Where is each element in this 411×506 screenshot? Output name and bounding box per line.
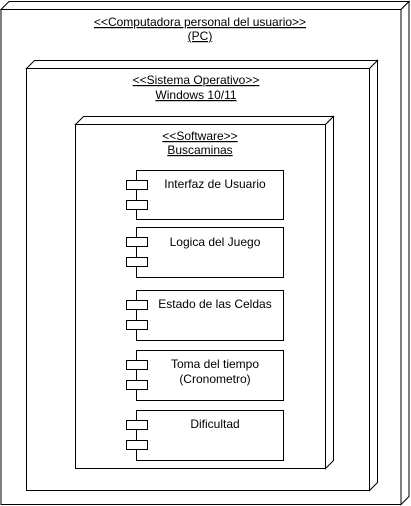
node-pc-side bbox=[400, 0, 410, 506]
component-label: Toma del tiempo bbox=[171, 357, 259, 371]
node-pc-name: (PC) bbox=[188, 29, 213, 43]
component-toma-del-tiempo[interactable]: Toma del tiempo (Cronometro) bbox=[126, 350, 284, 401]
node-os-side bbox=[369, 59, 378, 492]
component-tab-icon bbox=[126, 440, 148, 450]
component-tab-icon bbox=[126, 200, 148, 210]
node-software-stereotype: <<Software>> bbox=[162, 129, 237, 143]
component-body bbox=[136, 350, 284, 401]
component-logica-del-juego[interactable]: Logica del Juego bbox=[126, 227, 284, 278]
component-label: Interfaz de Usuario bbox=[164, 177, 266, 191]
component-label: Dificultad bbox=[190, 417, 239, 431]
component-tab-icon bbox=[126, 237, 148, 247]
component-tab-icon bbox=[126, 320, 148, 330]
component-body bbox=[136, 410, 284, 461]
component-label: (Cronometro) bbox=[179, 372, 250, 386]
node-software-side bbox=[325, 115, 334, 470]
component-tab-icon bbox=[126, 360, 148, 370]
component-interfaz-de-usuario[interactable]: Interfaz de Usuario bbox=[126, 170, 284, 220]
node-os-name: Windows 10/11 bbox=[155, 88, 236, 102]
node-os-stereotype: <<Sistema Operativo>> bbox=[133, 73, 260, 87]
component-label: Estado de las Celdas bbox=[158, 297, 271, 311]
component-tab-icon bbox=[126, 420, 148, 430]
component-tab-icon bbox=[126, 300, 148, 310]
component-body bbox=[136, 227, 284, 278]
component-tab-icon bbox=[126, 257, 148, 267]
node-os-top bbox=[25, 60, 379, 69]
component-tab-icon bbox=[126, 380, 148, 390]
node-pc-top bbox=[0, 1, 411, 10]
component-body bbox=[136, 170, 284, 220]
node-software-name: Buscaminas bbox=[167, 143, 232, 157]
component-tab-icon bbox=[126, 180, 148, 190]
component-body bbox=[136, 290, 284, 341]
component-dificultad[interactable]: Dificultad bbox=[126, 410, 284, 461]
node-software-top bbox=[74, 116, 335, 125]
node-pc-stereotype: <<Computadora personal del usuario>> bbox=[94, 15, 306, 29]
component-estado-de-las-celdas[interactable]: Estado de las Celdas bbox=[126, 290, 284, 341]
component-label: Logica del Juego bbox=[170, 235, 261, 249]
